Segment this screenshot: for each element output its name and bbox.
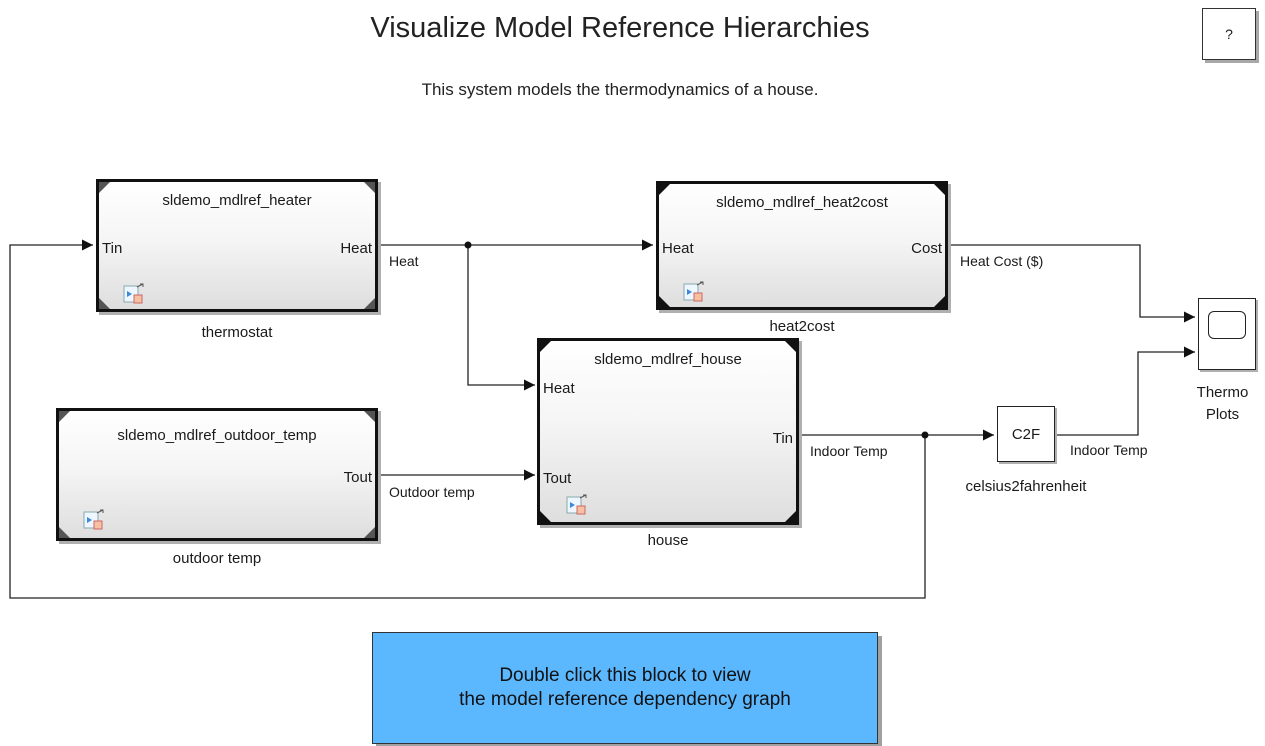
- page-subtitle: This system models the thermodynamics of…: [421, 80, 819, 99]
- model-reference-icon: [566, 494, 587, 515]
- thermostat-port-heat: Heat: [340, 240, 372, 257]
- model-reference-icon: [123, 283, 144, 304]
- wire-feedback-to-thermostat: [9, 239, 926, 599]
- heat2cost-model-name: sldemo_mdlref_heat2cost: [716, 194, 888, 211]
- heat2cost-label: heat2cost: [769, 318, 835, 335]
- thermostat-model-name: sldemo_mdlref_heater: [162, 192, 312, 209]
- outdoor-temp-block[interactable]: sldemo_mdlref_outdoor_temp Tout: [56, 408, 378, 541]
- dependency-button-line2: the model reference dependency graph: [459, 689, 791, 710]
- thermostat-port-tin: Tin: [102, 240, 123, 257]
- signal-label-indoor-temp: Indoor Temp: [810, 443, 888, 459]
- outdoor-temp-port-tout: Tout: [343, 469, 372, 486]
- help-button[interactable]: ?: [1202, 8, 1256, 60]
- dependency-graph-button[interactable]: Double click this block to view the mode…: [372, 632, 878, 744]
- wire-heat-to-house: [467, 245, 535, 391]
- heat2cost-block[interactable]: sldemo_mdlref_heat2cost Heat Cost: [656, 181, 948, 310]
- page-title: Visualize Model Reference Hierarchies: [370, 12, 870, 44]
- model-reference-icon: [83, 509, 104, 530]
- house-port-tin: Tin: [772, 430, 793, 447]
- signal-label-indoor-temp-f: Indoor Temp: [1070, 442, 1148, 458]
- house-model-name: sldemo_mdlref_house: [594, 351, 742, 368]
- wire-cost-to-scope: [948, 244, 1195, 323]
- house-block[interactable]: sldemo_mdlref_house Heat Tout Tin: [537, 338, 799, 525]
- scope-label-line1: Thermo: [1196, 384, 1249, 401]
- outdoor-temp-label: outdoor temp: [172, 550, 262, 567]
- thermostat-block[interactable]: sldemo_mdlref_heater Tin Heat: [96, 179, 378, 312]
- wire-c2f-to-scope: [1055, 346, 1195, 436]
- branch-dot-indoor: [921, 431, 929, 439]
- dependency-button-line1: Double click this block to view: [499, 665, 751, 686]
- scope-label-line2: Plots: [1205, 406, 1240, 423]
- thermostat-label: thermostat: [201, 324, 273, 341]
- heat2cost-port-heat: Heat: [662, 240, 694, 257]
- c2f-label: celsius2fahrenheit: [965, 478, 1087, 495]
- signal-label-heat: Heat: [389, 253, 419, 269]
- outdoor-temp-model-name: sldemo_mdlref_outdoor_temp: [117, 427, 317, 444]
- branch-dot-heat: [464, 241, 472, 249]
- signal-label-outdoor-temp: Outdoor temp: [389, 484, 475, 500]
- model-reference-icon: [683, 281, 704, 302]
- thermo-plots-scope[interactable]: [1198, 298, 1256, 370]
- house-port-tout: Tout: [543, 470, 572, 487]
- scope-icon: [1208, 311, 1246, 339]
- c2f-block[interactable]: C2F: [997, 406, 1055, 462]
- heat2cost-port-cost: Cost: [911, 240, 942, 257]
- signal-label-heat-cost: Heat Cost ($): [960, 253, 1044, 269]
- house-port-heat: Heat: [543, 380, 575, 397]
- house-label: house: [647, 532, 689, 549]
